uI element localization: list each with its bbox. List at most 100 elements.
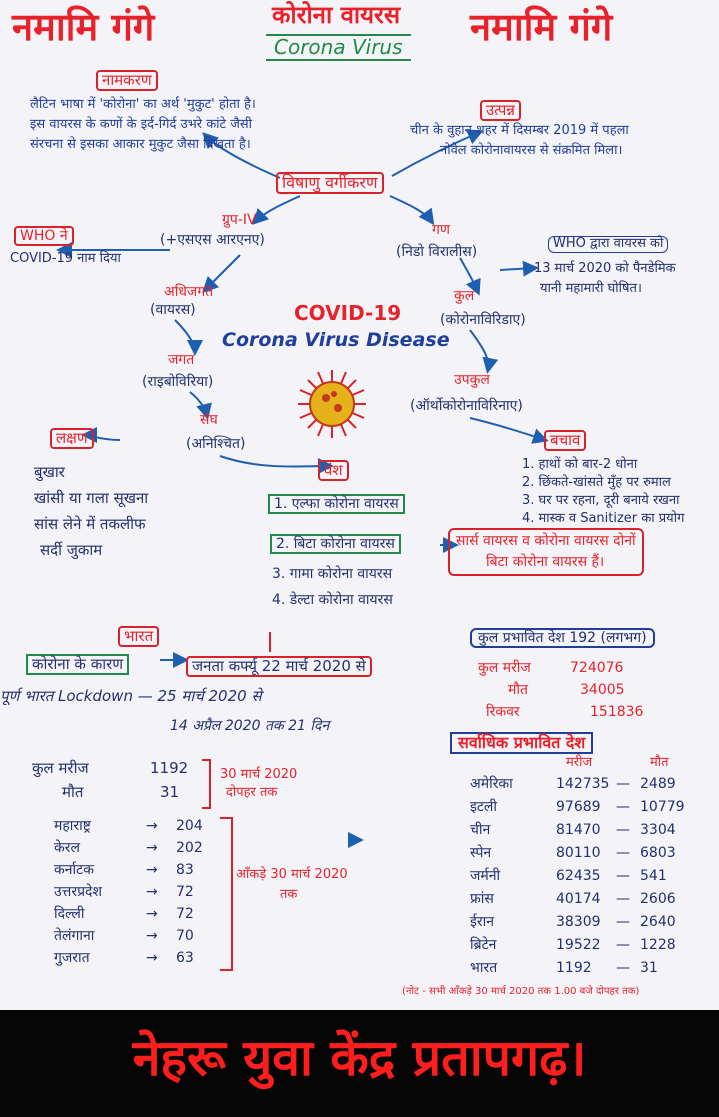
- country-patients: 19522: [556, 937, 601, 953]
- bharat-date-note-1: 30 मार्च 2020: [220, 767, 298, 782]
- bachav-item-3: 3. घर पर रहना, दूरी बनाये रखना: [522, 493, 680, 508]
- who-left-text: COVID-19 नाम दिया: [10, 251, 121, 266]
- vansh-note: सार्स वायरस व कोरोना वायरस दोनों बिटा को…: [448, 528, 644, 576]
- country-name: चीन: [470, 822, 491, 838]
- vansh-item-2: 2. बिटा कोरोना वायरस: [270, 534, 401, 555]
- world-footnote: (नोट - सभी आँकड़े 30 मार्च 2020 तक 1.00 …: [402, 986, 640, 997]
- sangh-label: संघ: [200, 412, 218, 428]
- arrow-icon: →: [146, 928, 158, 944]
- namkaran-line-3: संरचना से इसका आकार मुकुट जैसा दिखता है।: [30, 137, 251, 152]
- footer-text: नेहरू युवा केंद्र प्रतापगढ़।: [132, 1029, 587, 1087]
- gan-sub: (निडो विरालीस): [396, 244, 478, 260]
- world-patients-label: कुल मरीज: [478, 660, 531, 676]
- group-label: ग्रुप-IV: [222, 212, 257, 228]
- bharat-janta-curfew: जनता कर्फ्यू 22 मार्च 2020 से: [186, 656, 372, 678]
- vansh-item-3: 3. गामा कोरोना वायरस: [272, 566, 393, 582]
- footer-banner: नेहरू युवा केंद्र प्रतापगढ़।: [0, 1010, 719, 1117]
- state-value: 202: [176, 840, 203, 856]
- bachav-item-1: 1. हाथों को बार-2 धोना: [522, 457, 638, 472]
- state-name: केरल: [54, 840, 80, 856]
- country-patients: 40174: [556, 891, 601, 907]
- country-name: भारत: [470, 960, 498, 976]
- bachav-item-2: 2. छिंकते-खांसते मुँह पर रुमाल: [522, 475, 671, 490]
- bharat-lockdown-till: 14 अप्रैल 2020 तक 21 दिन: [170, 718, 330, 734]
- country-deaths: 2606: [640, 891, 676, 907]
- bharat-lockdown: पूर्ण भारत Lockdown — 25 मार्च 2020 से: [0, 687, 262, 705]
- lakshan-item-4: सर्दी जुकाम: [40, 541, 103, 559]
- bachav-item-4: 4. मास्क व Sanitizer का प्रयोग: [522, 511, 685, 526]
- vansh-item-1: 1. एल्फा कोरोना वायरस: [268, 494, 405, 515]
- country-deaths: 2640: [640, 914, 676, 930]
- state-value: 83: [176, 862, 194, 878]
- namkaran-line-1: लैटिन भाषा में 'कोरोना' का अर्थ 'मुकुट' …: [30, 97, 256, 112]
- state-name: गुजरात: [54, 950, 90, 966]
- who-right-line-1: 13 मार्च 2020 को पैनडेमिक: [534, 261, 676, 276]
- country-name: फ्रांस: [470, 891, 494, 907]
- states-note-2: तक: [280, 887, 298, 902]
- state-value: 63: [176, 950, 194, 966]
- col-deaths: मौत: [650, 755, 669, 770]
- gan-label: गण: [432, 222, 451, 238]
- dash-separator: —: [616, 799, 630, 815]
- who-left-label: WHO ने: [14, 226, 74, 247]
- arrow-icon: →: [146, 906, 158, 922]
- bharat-heading: भारत: [118, 626, 160, 648]
- country-patients: 142735: [556, 776, 610, 792]
- world-recovered-value: 151836: [590, 704, 644, 720]
- country-deaths: 31: [640, 960, 658, 976]
- bharat-total-label: कुल मरीज: [32, 759, 89, 777]
- who-right-label: WHO द्वारा वायरस को: [548, 236, 669, 253]
- adhijagat-sub: (वायरस): [150, 302, 196, 318]
- upkul-label: उपकुल: [454, 372, 490, 388]
- dash-separator: —: [616, 845, 630, 861]
- country-deaths: 541: [640, 868, 667, 884]
- state-name: दिल्ली: [54, 906, 85, 922]
- header-namami-left: नमामि गंगे: [12, 5, 155, 49]
- arrow-icon: →: [146, 818, 158, 834]
- country-patients: 97689: [556, 799, 601, 815]
- arrow-icon: →: [146, 862, 158, 878]
- state-name: उत्तरप्रदेश: [54, 884, 102, 900]
- lakshan-item-1: बुखार: [34, 463, 65, 481]
- coronavirus-icon: [298, 370, 366, 438]
- bharat-deaths-value: 31: [160, 783, 180, 801]
- country-name: अमेरिका: [470, 776, 513, 792]
- bharat-corona-karan: कोरोना के कारण: [26, 654, 130, 676]
- sangh-sub: (अनिश्चित): [186, 436, 246, 452]
- states-note-1: आँकड़े 30 मार्च 2020: [236, 867, 348, 882]
- col-patients: मरीज: [566, 755, 593, 770]
- world-deaths-value: 34005: [580, 682, 625, 698]
- vansh-heading: वंश: [318, 460, 349, 482]
- country-deaths: 2489: [640, 776, 676, 792]
- country-patients: 81470: [556, 822, 601, 838]
- center-disease: Corona Virus Disease: [222, 329, 450, 351]
- jagat-sub: (राइबोविरिया): [142, 374, 214, 390]
- arrow-icon: →: [146, 950, 158, 966]
- country-patients: 62435: [556, 868, 601, 884]
- country-name: ईरान: [470, 914, 494, 930]
- dash-separator: —: [616, 937, 630, 953]
- dash-separator: —: [616, 868, 630, 884]
- country-deaths: 6803: [640, 845, 676, 861]
- lakshan-item-3: सांस लेने में तकलीफ: [34, 515, 146, 533]
- state-value: 204: [176, 818, 203, 834]
- country-name: स्पेन: [470, 845, 492, 861]
- country-deaths: 3304: [640, 822, 676, 838]
- vansh-note-line-2: बिटा कोरोना वायरस हैं।: [486, 554, 605, 570]
- arrow-icon: →: [146, 840, 158, 856]
- world-recovered-label: रिकवर: [486, 704, 520, 720]
- vansh-note-line-1: सार्स वायरस व कोरोना वायरस दोनों: [456, 533, 636, 549]
- header-title-english: Corona Virus: [266, 34, 411, 61]
- lakshan-item-2: खांसी या गला सूखना: [34, 489, 149, 507]
- lakshan-heading: लक्षण: [50, 428, 94, 450]
- world-deaths-label: मौत: [508, 682, 528, 698]
- country-name: इटली: [470, 799, 498, 815]
- group-sub: (+एसएस आरएनए): [160, 232, 265, 248]
- header-title-hindi: कोरोना वायरस: [272, 1, 401, 29]
- country-name: जर्मनी: [470, 868, 501, 884]
- country-name: ब्रिटेन: [470, 937, 497, 953]
- dash-separator: —: [616, 960, 630, 976]
- arrow-icon: →: [146, 884, 158, 900]
- namkaran-heading: नामकरण: [96, 70, 158, 92]
- poster-sheet: नमामि गंगे कोरोना वायरस Corona Virus नमा…: [0, 0, 719, 1010]
